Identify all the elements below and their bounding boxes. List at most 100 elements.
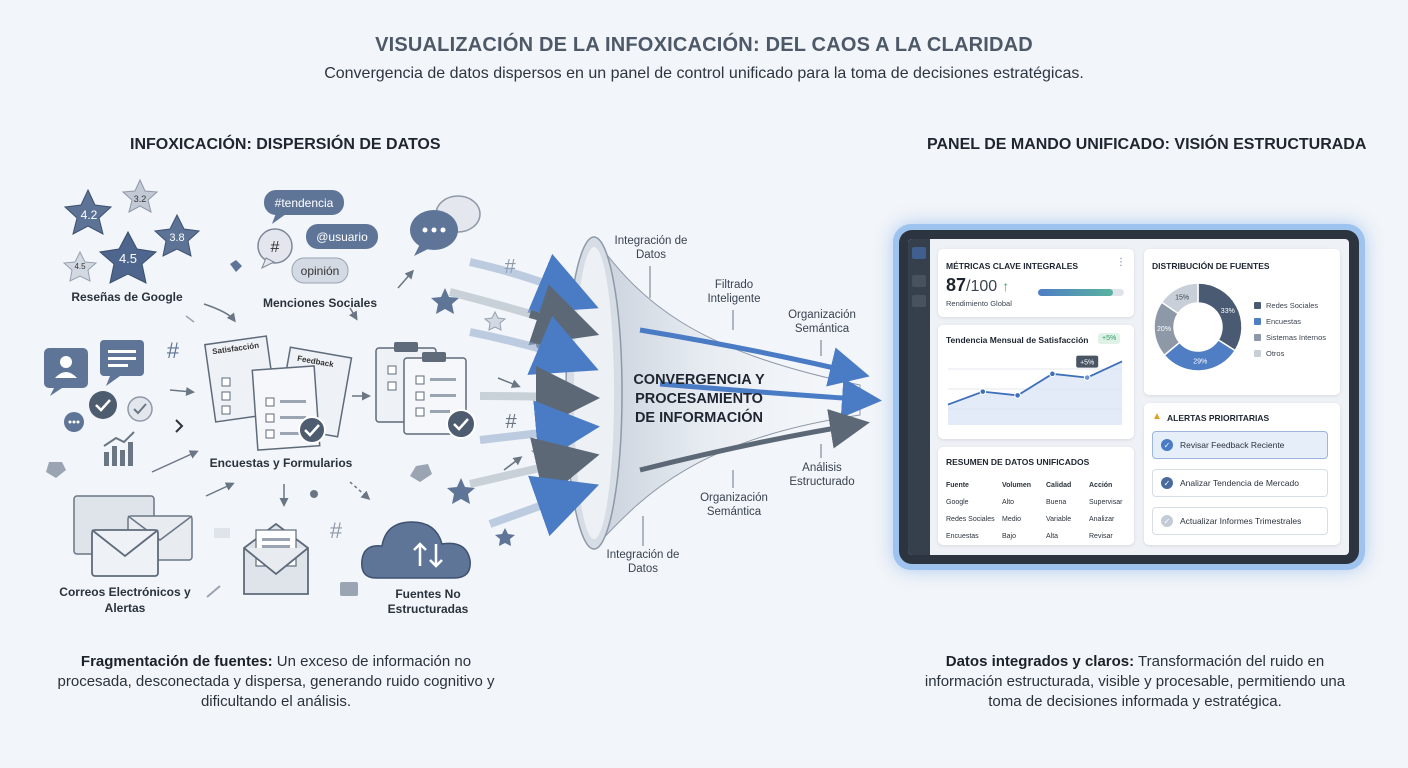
legend-swatch bbox=[1254, 302, 1261, 309]
svg-text:#: # bbox=[330, 518, 343, 543]
star-icon bbox=[63, 188, 113, 235]
opinion-bubble: opinión bbox=[291, 257, 349, 284]
check-icon: ✓ bbox=[1161, 515, 1173, 527]
metrics-subtitle: Rendimiento Global bbox=[946, 299, 1012, 308]
source-label-social: Menciones Sociales bbox=[262, 296, 378, 310]
table-cell: Supervisar bbox=[1089, 499, 1123, 506]
table-cell: Buena bbox=[1046, 499, 1067, 506]
trend-area bbox=[948, 361, 1122, 425]
table-cell: Redes Sociales bbox=[946, 516, 995, 523]
table-cell: Encuestas bbox=[946, 533, 979, 540]
legend-label: Encuestas bbox=[1266, 317, 1302, 326]
svg-text:#tendencia: #tendencia bbox=[275, 196, 334, 210]
trend-point bbox=[979, 388, 987, 395]
trend-title: Tendencia Mensual de Satisfacción bbox=[946, 335, 1089, 345]
table-cell: Bajo bbox=[1002, 533, 1017, 540]
check-icon: ✓ bbox=[1161, 477, 1173, 489]
table-cell: Analizar bbox=[1089, 516, 1115, 523]
trend-line-chart: +5% bbox=[947, 355, 1123, 425]
alert-label: Analizar Tendencia de Mercado bbox=[1180, 478, 1299, 488]
table-cell: Google bbox=[946, 499, 969, 506]
table-header: Calidad bbox=[1046, 482, 1072, 489]
metrics-title: MÉTRICAS CLAVE INTEGRALES bbox=[946, 261, 1079, 271]
summary-table: Fuente Volumen Calidad Acción Google Alt… bbox=[946, 477, 1133, 545]
rating-text: 3.2 bbox=[134, 194, 147, 204]
survey-forms-icon: Satisfacción Feedback bbox=[204, 335, 353, 451]
dashboard-sidebar bbox=[908, 239, 930, 555]
summary-title: RESUMEN DE DATOS UNIFICADOS bbox=[946, 457, 1090, 467]
trend-point bbox=[1014, 392, 1021, 399]
chart-nav-icon[interactable] bbox=[912, 247, 926, 259]
table-header: Acción bbox=[1089, 482, 1113, 489]
alert-label: Actualizar Informes Trimestrales bbox=[1180, 516, 1302, 526]
source-label-unstructured: Fuentes No Estructuradas bbox=[387, 587, 469, 616]
table-row: Google Alto Buena Supervisar bbox=[946, 494, 1133, 511]
legend-swatch bbox=[1254, 350, 1261, 357]
source-donut-chart: 33%29%20%15% bbox=[1153, 282, 1243, 372]
flow-label: Análisis Estructurado bbox=[789, 462, 855, 488]
distribution-title: DISTRIBUCIÓN DE FUENTES bbox=[1152, 261, 1270, 271]
metrics-score: 87/100 ↑ bbox=[946, 275, 1009, 296]
alert-item[interactable]: ✓ Revisar Feedback Reciente bbox=[1152, 431, 1328, 459]
table-cell: Alta bbox=[1046, 533, 1059, 540]
message-icon bbox=[100, 340, 144, 386]
summary-card: RESUMEN DE DATOS UNIFICADOS Fuente Volum… bbox=[938, 447, 1134, 545]
star-icon bbox=[98, 230, 158, 284]
alert-item[interactable]: ✓ Analizar Tendencia de Mercado bbox=[1152, 469, 1328, 497]
legend-item: Encuestas bbox=[1254, 317, 1301, 326]
source-label-google: Reseñas de Google bbox=[71, 290, 183, 304]
table-header: Fuente bbox=[946, 482, 969, 489]
left-caption: Fragmentación de fuentes: Un exceso de i… bbox=[52, 652, 500, 712]
warning-icon: ▲ bbox=[1152, 411, 1162, 422]
nav-item-icon[interactable] bbox=[912, 275, 926, 287]
alert-label: Revisar Feedback Reciente bbox=[1180, 440, 1285, 450]
tablet-bezel: MÉTRICAS CLAVE INTEGRALES ⋮ 87/100 ↑ Ren… bbox=[899, 230, 1359, 564]
flow-label: Integración de Datos bbox=[606, 549, 680, 575]
nav-item-icon[interactable] bbox=[912, 295, 926, 307]
trend-up-icon: ↑ bbox=[1002, 278, 1010, 294]
flow-label: Filtrado Inteligente bbox=[707, 279, 761, 305]
hashtag-bubble: #tendencia bbox=[264, 190, 344, 224]
donut-slice-label: 29% bbox=[1193, 358, 1207, 365]
flow-label: Organización Semántica bbox=[788, 309, 856, 335]
progress-fill bbox=[1038, 289, 1113, 296]
table-cell: Alto bbox=[1002, 499, 1015, 506]
legend-label: Otros bbox=[1266, 349, 1285, 358]
left-section-heading: INFOXICACIÓN: DISPERSIÓN DE DATOS bbox=[130, 136, 441, 153]
page-title: VISUALIZACIÓN DE LA INFOXICACIÓN: DEL CA… bbox=[375, 34, 1033, 56]
clipboard-icon bbox=[375, 342, 476, 439]
trend-point bbox=[1083, 374, 1091, 381]
alert-item[interactable]: ✓ Actualizar Informes Trimestrales bbox=[1152, 507, 1328, 535]
left-caption-text: Un exceso de información no procesada, d… bbox=[57, 653, 495, 710]
bar-chart-icon bbox=[103, 431, 135, 466]
rating-text: 4.5 bbox=[119, 251, 137, 266]
user-profile-icon bbox=[44, 348, 88, 396]
hash-symbol: # bbox=[167, 338, 180, 363]
table-cell: Variable bbox=[1046, 516, 1072, 523]
trend-line bbox=[947, 360, 1123, 406]
alerts-title: ALERTAS PRIORITARIAS bbox=[1167, 413, 1270, 423]
right-section-heading: PANEL DE MANDO UNIFICADO: VISIÓN ESTRUCT… bbox=[927, 136, 1367, 153]
svg-text:#: # bbox=[505, 411, 517, 433]
svg-text:@usuario: @usuario bbox=[316, 230, 368, 244]
flow-label: Integración de Datos bbox=[614, 235, 688, 261]
trend-point bbox=[1049, 370, 1056, 378]
open-envelope-icon bbox=[243, 522, 309, 595]
donut-slice bbox=[1160, 282, 1199, 315]
legend-item: Otros bbox=[1254, 349, 1284, 358]
output-arrows bbox=[639, 327, 882, 473]
star-icon bbox=[153, 213, 201, 257]
progress-track bbox=[1038, 289, 1124, 296]
svg-text:opinión: opinión bbox=[301, 264, 340, 278]
legend-swatch bbox=[1254, 334, 1261, 341]
right-caption-bold: Datos integrados y claros: bbox=[945, 653, 1135, 670]
alerts-card: ▲ ALERTAS PRIORITARIAS ✓ Revisar Feedbac… bbox=[1144, 403, 1340, 545]
score-value: 87 bbox=[946, 275, 967, 295]
incoming-data-streams bbox=[449, 253, 600, 537]
trend-badge: +5% bbox=[1098, 333, 1121, 344]
ellipsis-icon bbox=[64, 412, 84, 432]
page-subtitle: Convergencia de datos dispersos en un pa… bbox=[324, 65, 1084, 82]
distribution-card: DISTRIBUCIÓN DE FUENTES 33%29%20%15% Red… bbox=[1144, 249, 1340, 395]
more-menu-icon[interactable]: ⋮ bbox=[1116, 257, 1126, 268]
trend-tooltip: +5% bbox=[1076, 355, 1099, 368]
